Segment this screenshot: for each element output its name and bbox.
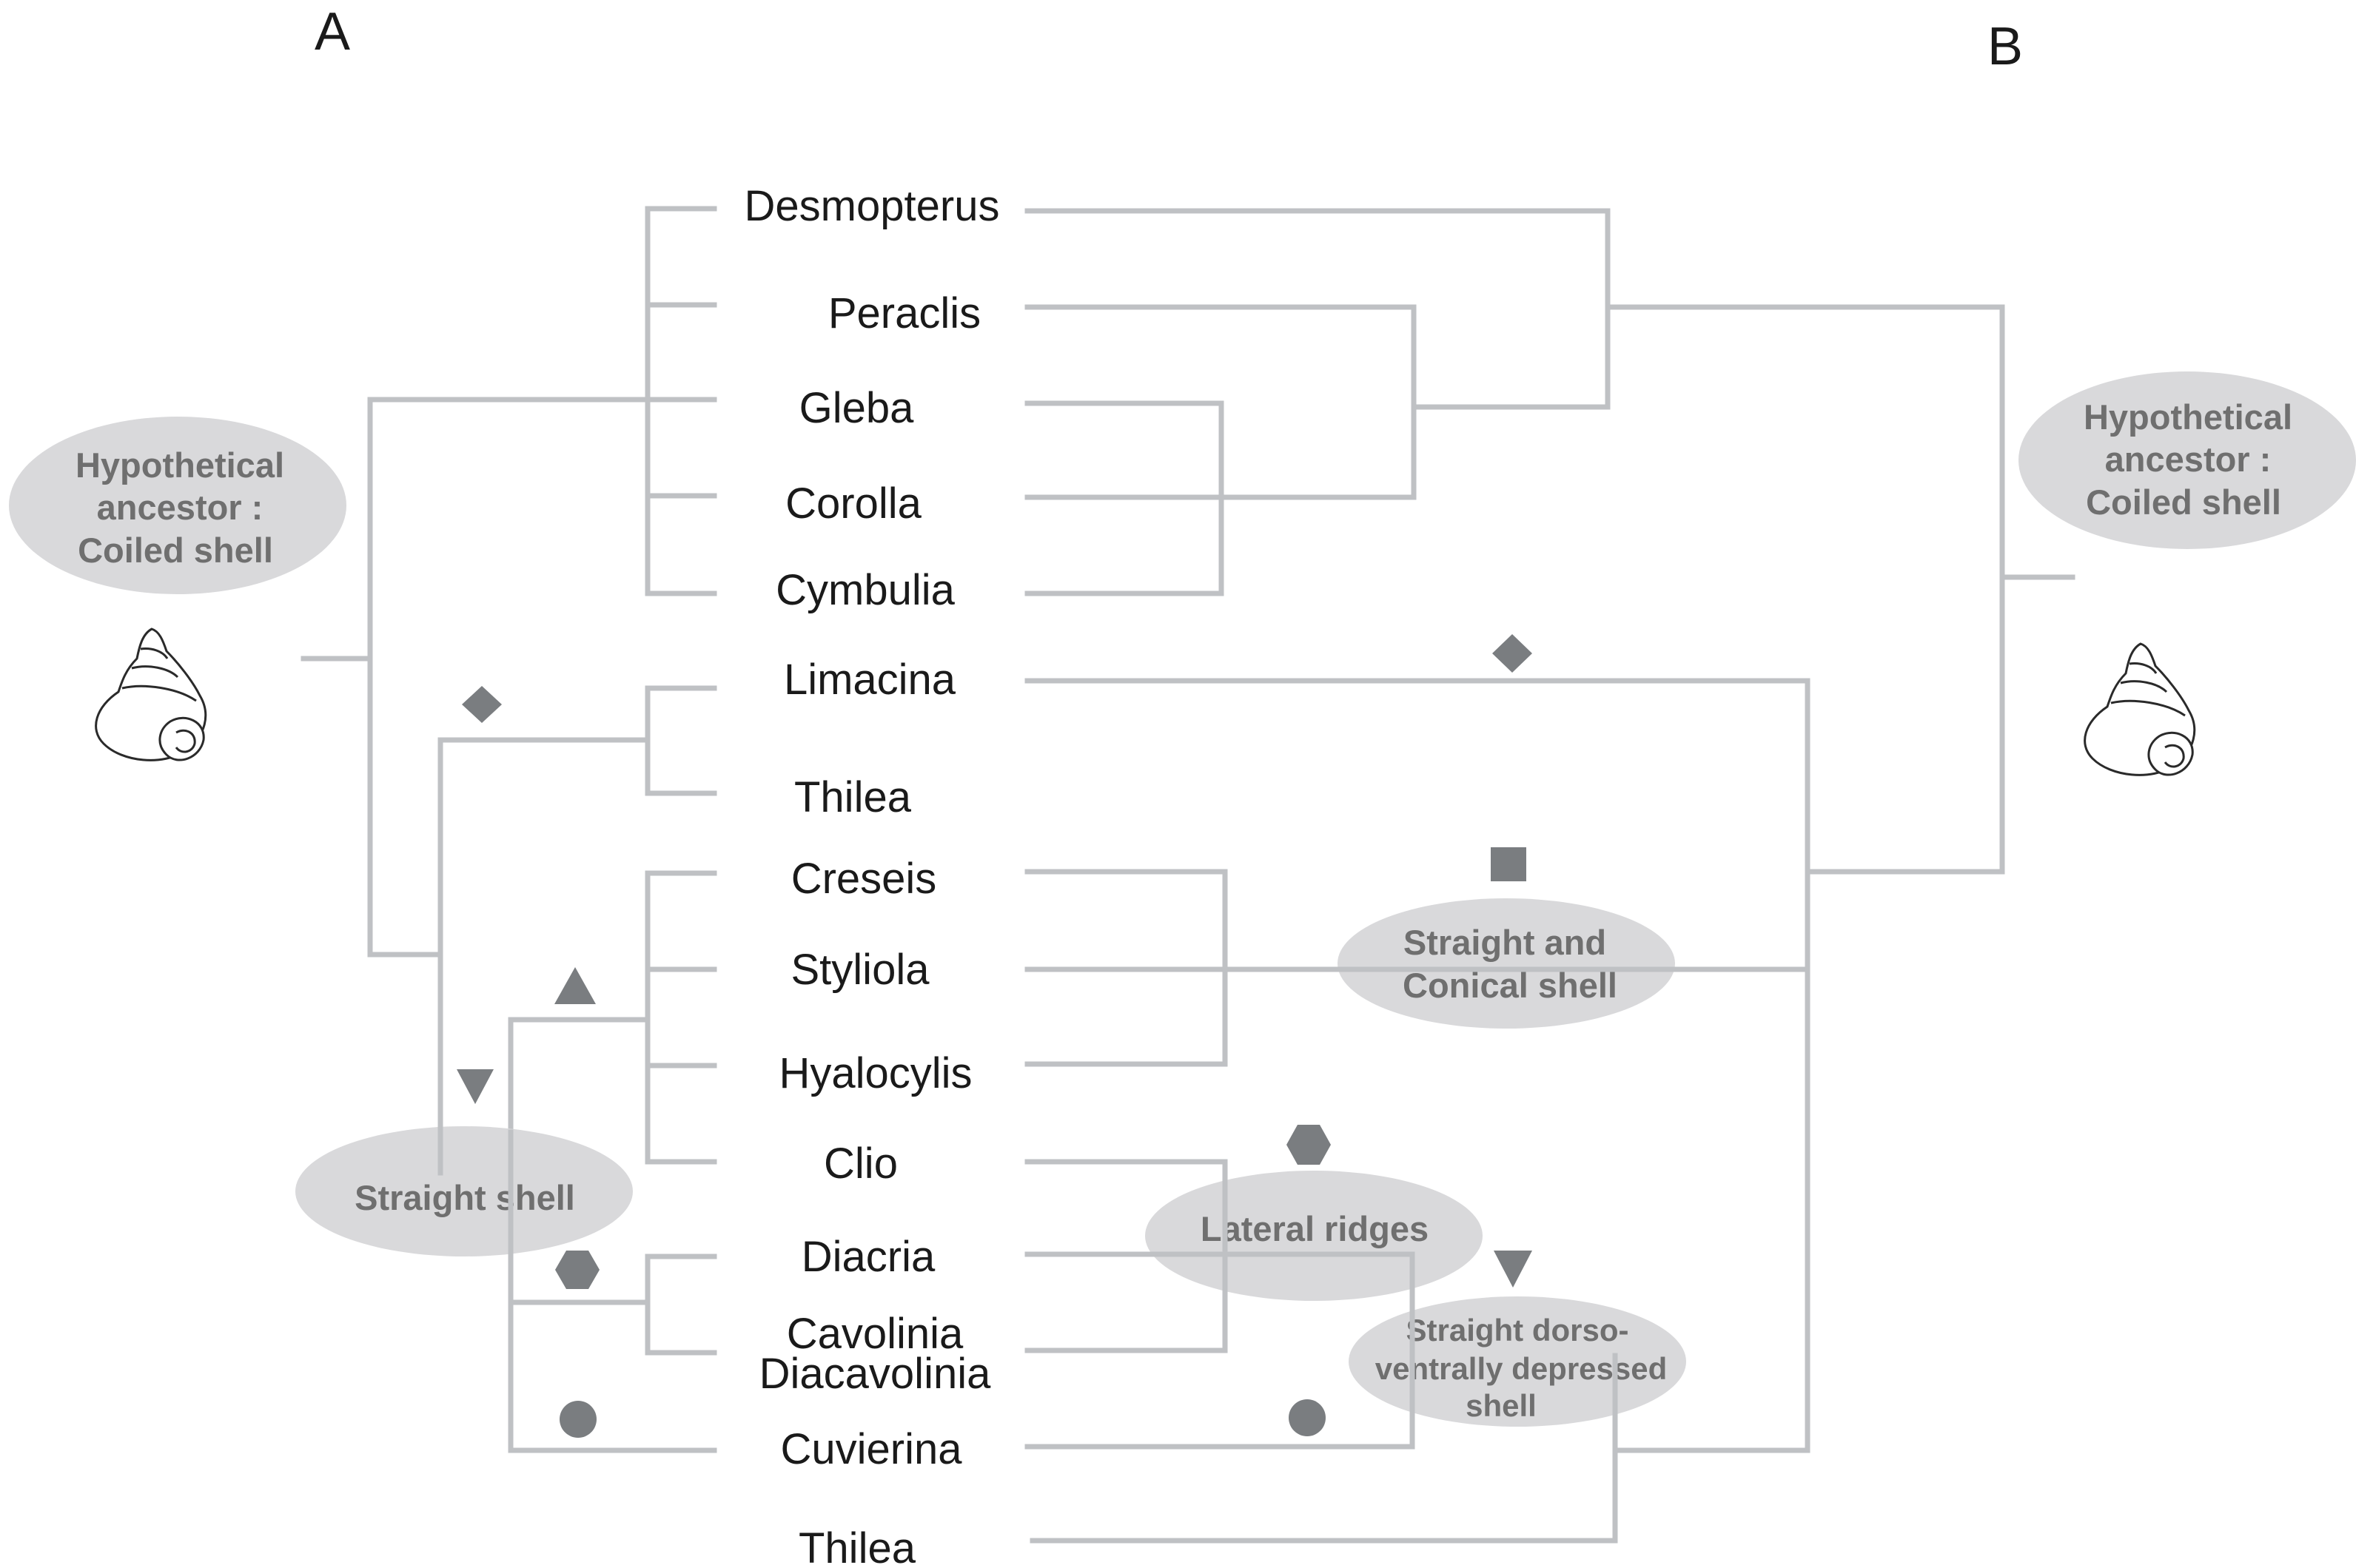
bubble-ancestor-left: Hypothetical ancestor : Coiled shell: [9, 417, 346, 594]
coiled-shell-icon: [2070, 633, 2204, 784]
panel-label-b: B: [1987, 17, 2023, 76]
bubble-straight-conical: Straight and Conical shell: [1338, 898, 1675, 1029]
taxon-styliola: Styliola: [791, 946, 930, 994]
bubble-ancestor-left-line1: Hypothetical: [75, 445, 284, 485]
coiled-shell-icon: [81, 618, 215, 770]
tree-a-branches: [301, 206, 717, 1453]
circle-icon: [1289, 1399, 1326, 1436]
taxon-diacavolinia: Diacavolinia: [759, 1350, 991, 1398]
bubble-dorso-ventral-line1: Straight dorso-: [1406, 1313, 1629, 1347]
bubble-straight-shell-text: Straight shell: [355, 1178, 575, 1217]
taxon-desmopterus: Desmopterus: [745, 182, 1000, 230]
triangle-down-icon: [457, 1069, 494, 1104]
diamond-icon: [1492, 634, 1532, 673]
triangle-down-icon: [1494, 1251, 1532, 1288]
taxon-cavolinia: Cavolinia: [787, 1310, 964, 1358]
taxon-diacria: Diacria: [802, 1233, 936, 1281]
square-icon: [1491, 847, 1526, 881]
character-markers: [457, 634, 1532, 1438]
bubble-ancestor-left-line3: Coiled shell: [78, 531, 273, 570]
bubble-ancestor-right-line1: Hypothetical: [2084, 397, 2292, 437]
taxon-cuvierina: Cuvierina: [781, 1425, 963, 1473]
bubble-ancestor-right-line3: Coiled shell: [2086, 482, 2281, 522]
taxon-gleba: Gleba: [799, 384, 915, 432]
taxon-limacina: Limacina: [784, 656, 956, 704]
bubble-straight-conical-line1: Straight and: [1403, 923, 1606, 962]
bubble-ancestor-left-line2: ancestor :: [97, 488, 264, 527]
panel-label-a: A: [315, 2, 350, 61]
bubble-straight-conical-line2: Conical shell: [1403, 966, 1617, 1005]
bubble-dorso-ventral-line2: ventrally depressed: [1375, 1351, 1668, 1386]
taxon-creseis: Creseis: [791, 855, 937, 903]
tree-overlay-branches: [437, 966, 1810, 1544]
taxon-corolla: Corolla: [785, 480, 922, 528]
diamond-icon: [462, 686, 502, 723]
bubble-straight-shell: Straight shell: [295, 1126, 633, 1256]
taxon-cymbulia: Cymbulia: [776, 566, 955, 614]
triangle-up-icon: [554, 967, 596, 1004]
bubble-ancestor-right: Hypothetical ancestor : Coiled shell: [2018, 371, 2356, 549]
taxon-thilea-b: Thilea: [799, 1524, 916, 1568]
bubble-lateral-ridges-text: Lateral ridges: [1201, 1209, 1429, 1248]
taxon-peraclis: Peraclis: [828, 289, 981, 337]
taxon-thilea-a: Thilea: [794, 773, 912, 821]
bubble-dorso-ventral-line3: shell: [1466, 1388, 1537, 1423]
taxon-hyalocylis: Hyalocylis: [779, 1049, 972, 1097]
bubble-dorso-ventral: Straight dorso- ventrally depressed shel…: [1349, 1296, 1686, 1427]
hexagon-icon: [1286, 1125, 1331, 1165]
circle-icon: [560, 1401, 597, 1438]
hexagon-icon: [555, 1251, 600, 1289]
bubble-ancestor-right-line2: ancestor :: [2105, 440, 2272, 479]
taxon-labels: Desmopterus Peraclis Gleba Corolla Cymbu…: [745, 182, 1000, 1568]
bubble-lateral-ridges: Lateral ridges: [1145, 1171, 1483, 1301]
taxon-clio: Clio: [824, 1140, 898, 1188]
